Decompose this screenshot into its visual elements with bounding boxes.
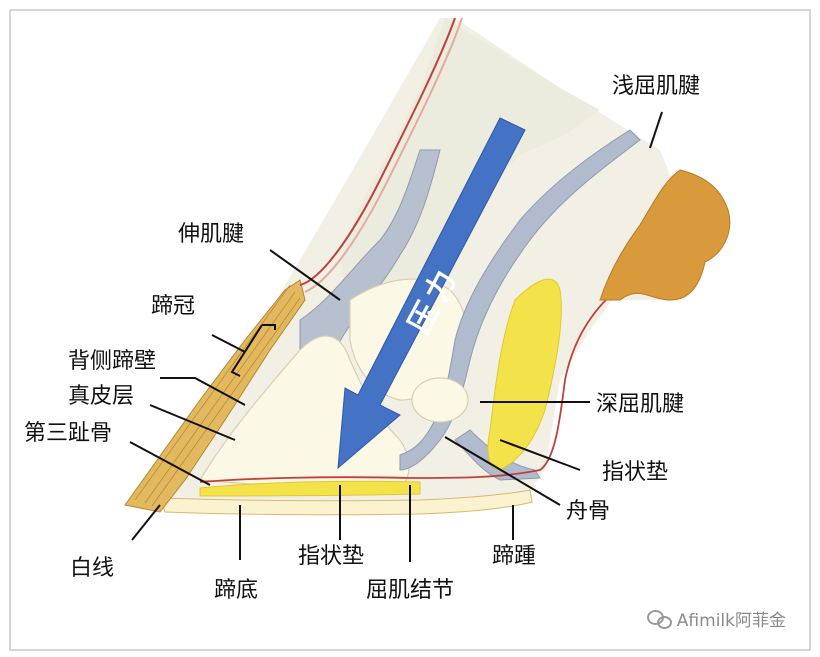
pastern-bone [340,18,600,330]
label-dermis: 真皮层 [68,384,135,409]
leader-coronary-band [211,334,246,353]
label-white-line: 白线 [70,556,115,581]
leader-dermis [149,404,236,441]
bracket-coronary [230,324,263,377]
label-digital-cushion-bottom: 指状垫 [298,544,365,569]
digital-cushion-right-shape [487,278,562,471]
leader-dorsal-wall [160,377,246,406]
label-coronary-band: 蹄冠 [151,294,196,319]
watermark: Afimilk阿菲金 [646,606,786,631]
label-deep-flexor: 深屈肌腱 [596,392,685,417]
navicular-bone-shape [411,377,469,423]
leader-lines [129,111,663,562]
label-extensor-tendon: 伸肌腱 [178,222,245,247]
ergot-shape [599,169,731,301]
wechat-icon [646,609,672,629]
label-navicular-bone: 舟骨 [566,499,611,524]
label-superficial-flexor: 浅屈肌腱 [612,74,701,99]
label-heel: 蹄踵 [492,544,537,569]
sole-shape [159,489,533,516]
watermark-text: Afimilk阿菲金 [676,611,786,631]
bracket-top [262,324,276,330]
hoof-wall-stripes [134,284,301,507]
label-sole: 蹄底 [214,578,259,603]
label-flexor-tuberosity: 屈肌结节 [366,578,455,603]
skin-outline-front-inner [304,17,463,293]
leader-digital-cushion-right [499,439,581,471]
leader-coffin-bone [129,441,211,486]
digital-cushion-bottom-shape [199,480,421,497]
skin-outline-front [299,17,456,286]
hoof-wall-shape [124,279,306,513]
leader-superficial-flexor [649,111,663,149]
leader-navicular-bone [444,436,561,506]
leader-white-line [131,504,161,541]
label-digital-cushion-right: 指状垫 [602,460,669,485]
leader-extensor-tendon [269,249,341,301]
pressure-arrow [337,117,526,470]
label-coffin-bone: 第三趾骨 [24,421,113,446]
label-dorsal-wall: 背侧蹄壁 [68,349,157,374]
